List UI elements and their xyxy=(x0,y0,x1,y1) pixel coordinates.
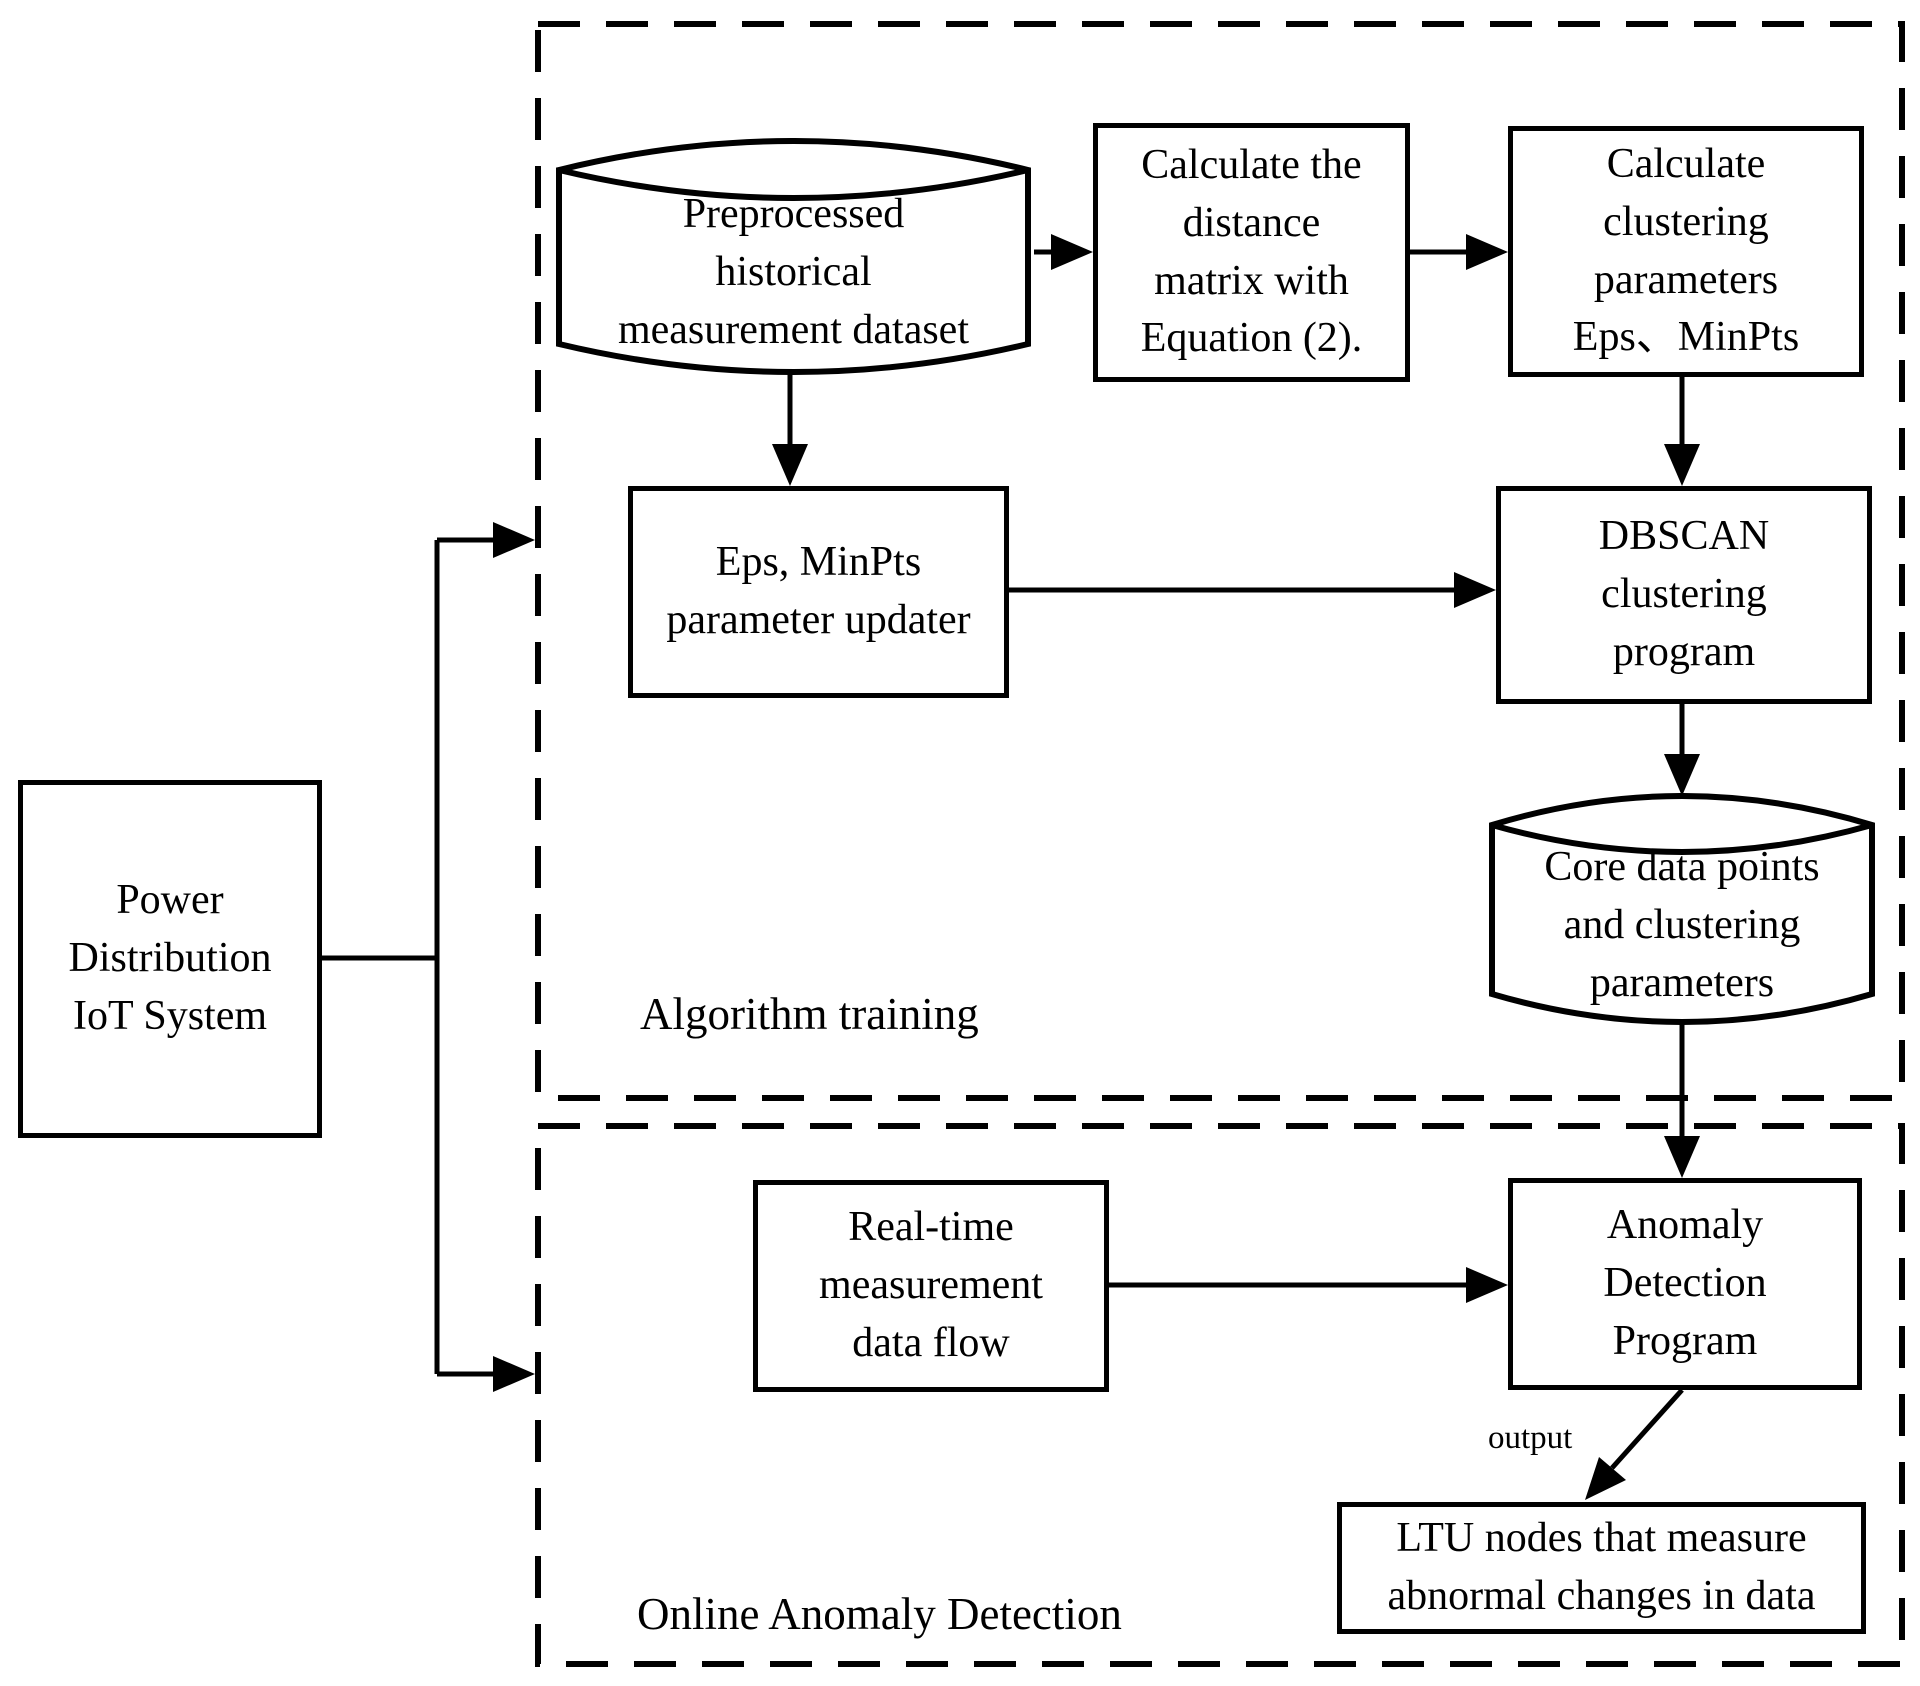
arrow-anomaly-output-to-ltu xyxy=(1585,1388,1684,1500)
node-core-data-points: Core data points and clustering paramete… xyxy=(1488,793,1876,1029)
arrow-realtime-to-anomaly xyxy=(1109,1267,1508,1303)
arrow-dataset-to-distance xyxy=(1034,234,1093,270)
node-realtime-measurement-data-flow-label: Real-time measurement data flow xyxy=(819,1204,1043,1366)
node-calculate-clustering-parameters-label: Calculate clustering parameters Eps、MinP… xyxy=(1572,140,1800,361)
arrow-dataset-to-updater xyxy=(772,374,808,486)
cylinder-shape xyxy=(1489,793,1875,1025)
node-calculate-clustering-parameters: Calculate clustering parameters Eps、MinP… xyxy=(1508,126,1864,377)
arrow-corepoints-to-anomaly xyxy=(1664,1024,1700,1178)
branch-power-to-sections xyxy=(322,522,535,1392)
node-preprocessed-dataset: Preprocessed historical measurement data… xyxy=(555,138,1032,378)
node-ltu-abnormal-nodes: LTU nodes that measure abnormal changes … xyxy=(1337,1502,1866,1634)
node-power-distribution-iot-system-label: Power Distribution IoT System xyxy=(68,877,272,1039)
online-section-dashed-border xyxy=(535,1123,1905,1667)
node-ltu-abnormal-nodes-label: LTU nodes that measure abnormal changes … xyxy=(1387,1515,1816,1619)
online-section-label: Online Anomaly Detection xyxy=(637,1589,1122,1639)
arrow-updater-to-dbscan xyxy=(1009,572,1496,608)
node-core-data-points-label: Core data points and clustering paramete… xyxy=(1544,844,1820,1006)
node-calculate-distance-matrix-label: Calculate the distance matrix with Equat… xyxy=(1140,141,1363,362)
node-dbscan-clustering-program-label: DBSCAN clustering program xyxy=(1598,513,1770,675)
node-anomaly-detection-program: Anomaly Detection Program xyxy=(1508,1178,1862,1390)
node-power-distribution-iot-system: Power Distribution IoT System xyxy=(18,780,322,1138)
arrow-dbscan-to-corepoints xyxy=(1664,704,1700,796)
training-section-label: Algorithm training xyxy=(640,989,979,1039)
node-realtime-measurement-data-flow: Real-time measurement data flow xyxy=(753,1180,1109,1392)
training-section-dashed-border xyxy=(535,21,1905,1101)
node-eps-minpts-parameter-updater: Eps, MinPts parameter updater xyxy=(628,486,1009,698)
arrow-params-to-dbscan xyxy=(1664,377,1700,486)
node-preprocessed-dataset-label: Preprocessed historical measurement data… xyxy=(617,191,969,353)
node-calculate-distance-matrix: Calculate the distance matrix with Equat… xyxy=(1093,123,1410,382)
node-eps-minpts-parameter-updater-label: Eps, MinPts parameter updater xyxy=(666,539,971,643)
cylinder-shape xyxy=(556,138,1031,375)
node-anomaly-detection-program-label: Anomaly Detection Program xyxy=(1603,1202,1767,1364)
output-edge-label: output xyxy=(1488,1420,1573,1456)
arrow-distance-to-params xyxy=(1410,234,1508,270)
node-dbscan-clustering-program: DBSCAN clustering program xyxy=(1496,486,1872,704)
